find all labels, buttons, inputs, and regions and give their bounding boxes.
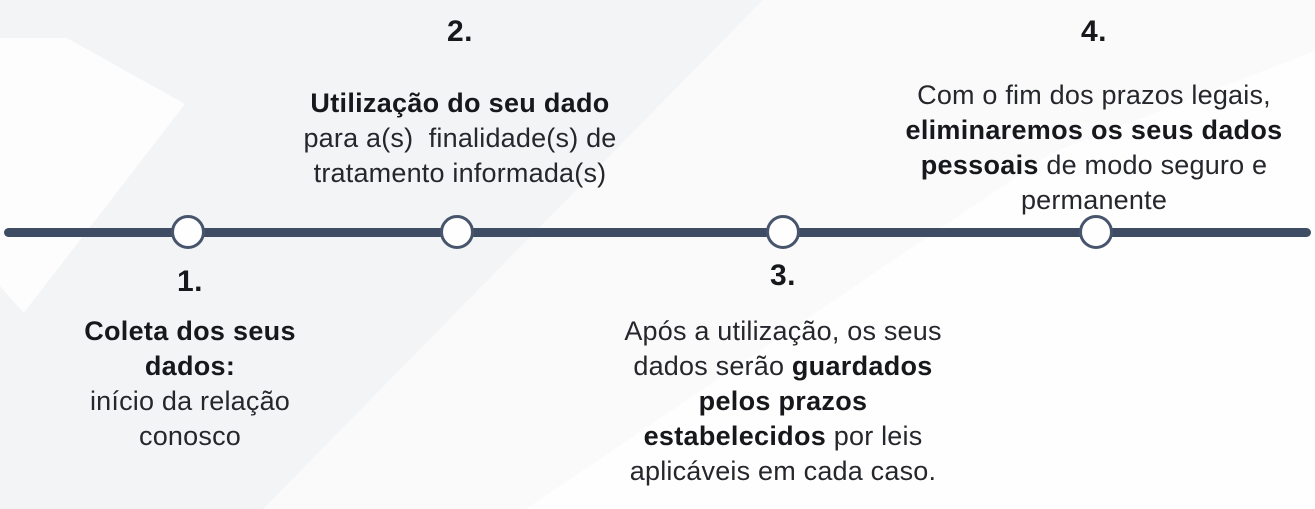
step-text-line: conosco bbox=[60, 419, 320, 454]
text-segment: pelos prazos bbox=[698, 386, 868, 416]
step-text-line: dados serão guardados bbox=[583, 349, 983, 384]
timeline-node-1 bbox=[171, 215, 205, 249]
text-segment: dados serão bbox=[633, 351, 792, 381]
step-text-2: Utilização do seu dado para a(s) finalid… bbox=[280, 86, 640, 191]
step-text-line: eliminaremos os seus dados bbox=[868, 113, 1315, 148]
step-text-line: estabelecidos por leis bbox=[583, 419, 983, 454]
step-text-line: Após a utilização, os seus bbox=[583, 314, 983, 349]
step-text-line: pessoais de modo seguro e bbox=[868, 148, 1315, 183]
text-segment: Coleta dos seus bbox=[84, 316, 296, 346]
step-text-line: para a(s) finalidade(s) de bbox=[280, 121, 640, 156]
step-number-1: 1. bbox=[176, 265, 204, 298]
step-text-3: Após a utilização, os seus dados serão g… bbox=[583, 314, 983, 489]
text-segment: por leis bbox=[826, 421, 923, 451]
text-segment: início da relação bbox=[89, 386, 291, 416]
step-number-2: 2. bbox=[446, 15, 474, 48]
timeline-node-4 bbox=[1079, 215, 1113, 249]
step-text-4: Com o fim dos prazos legais, eliminaremo… bbox=[868, 78, 1315, 218]
timeline-node-3 bbox=[766, 215, 800, 249]
text-segment: guardados bbox=[791, 351, 933, 381]
text-segment: Utilização do seu dado bbox=[310, 88, 610, 118]
text-segment: Após a utilização, os seus bbox=[624, 316, 942, 346]
step-text-line: aplicáveis em cada caso. bbox=[583, 454, 983, 489]
step-text-1: Coleta dos seus dados: início da relação… bbox=[60, 314, 320, 454]
text-segment: Com o fim dos prazos legais, bbox=[917, 80, 1271, 110]
step-number-3: 3. bbox=[769, 259, 797, 292]
step-text-line: Coleta dos seus bbox=[60, 314, 320, 349]
text-segment: aplicáveis em cada caso. bbox=[629, 456, 937, 486]
step-text-line: pelos prazos bbox=[583, 384, 983, 419]
step-text-line: dados: bbox=[60, 349, 320, 384]
text-segment: eliminaremos os seus dados bbox=[905, 115, 1283, 145]
text-segment: para a(s) finalidade(s) de bbox=[303, 123, 617, 153]
text-segment: permanente bbox=[1020, 185, 1168, 215]
text-segment: tratamento informada(s) bbox=[313, 158, 607, 188]
text-segment: conosco bbox=[139, 421, 241, 451]
step-text-line: Utilização do seu dado bbox=[280, 86, 640, 121]
step-text-line: Com o fim dos prazos legais, bbox=[868, 78, 1315, 113]
text-segment: dados: bbox=[144, 351, 236, 381]
text-segment: pessoais bbox=[920, 150, 1039, 180]
step-text-line: permanente bbox=[868, 183, 1315, 218]
step-text-line: início da relação bbox=[60, 384, 320, 419]
text-segment: de modo seguro e bbox=[1038, 150, 1268, 180]
step-number-4: 4. bbox=[1080, 15, 1108, 48]
step-text-line: tratamento informada(s) bbox=[280, 156, 640, 191]
timeline-node-2 bbox=[440, 215, 474, 249]
text-segment: estabelecidos bbox=[643, 421, 827, 451]
